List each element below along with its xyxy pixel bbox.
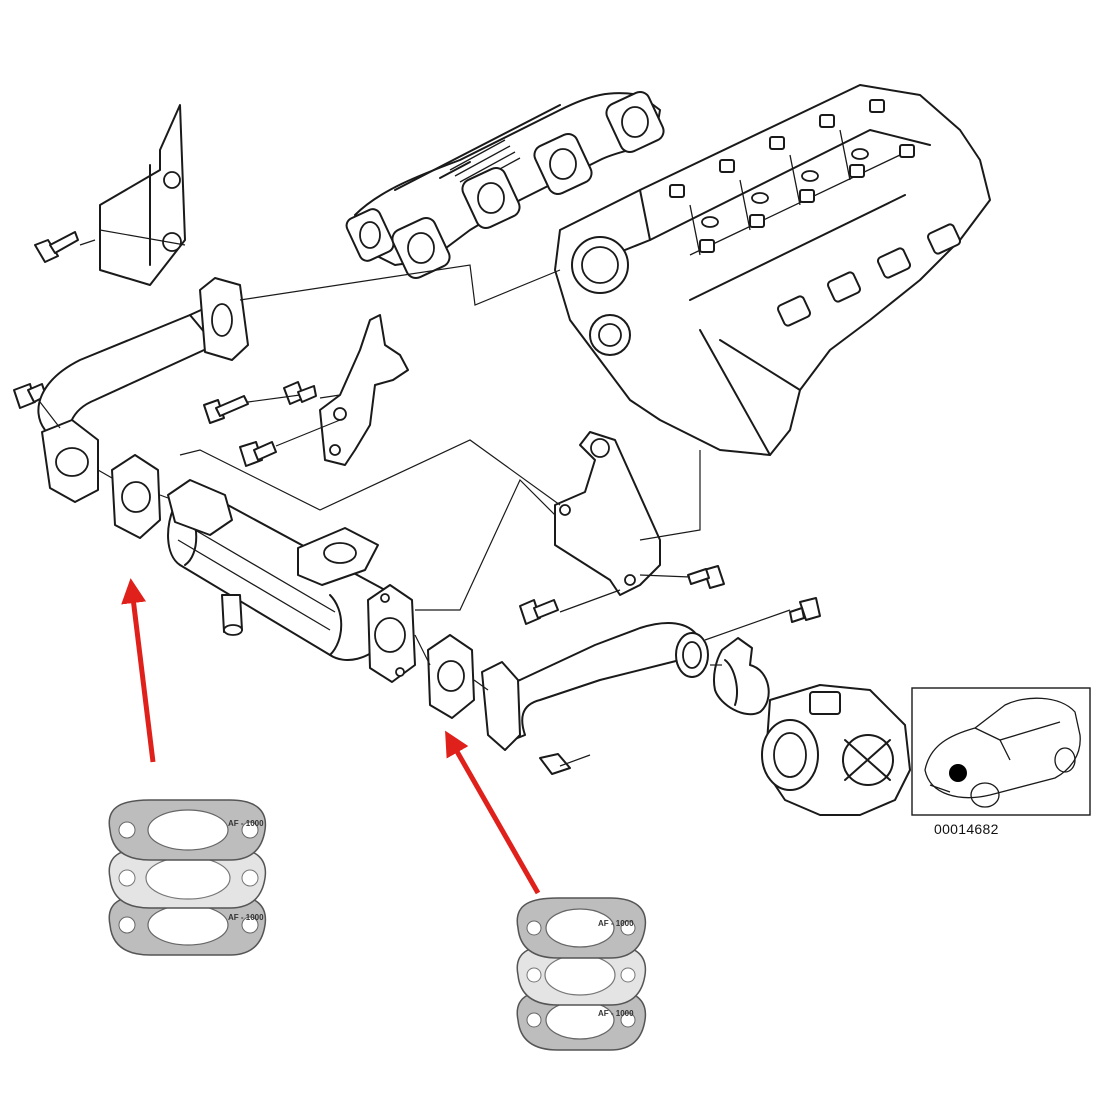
- exhaust-manifold: [345, 91, 665, 279]
- gasket-stack-rear: AF - 1000 AF - 1000: [516, 897, 647, 1051]
- callout-arrow-rear-gasket: [445, 730, 541, 895]
- pipe-flange-round: [675, 632, 709, 678]
- gasket-photo-metal: [108, 847, 267, 909]
- cylinder-head: [554, 84, 991, 456]
- egr-valve-bracket: [554, 431, 661, 596]
- gasket-photo-fiber: [516, 897, 647, 959]
- gasket-photo-fiber: [108, 799, 267, 861]
- assembly-lines: [39, 229, 791, 767]
- egr-cooler: [167, 479, 416, 683]
- egr-valve: [761, 684, 911, 816]
- cooler-coolant-port: [297, 527, 379, 586]
- cooler-flange-rear: [367, 584, 416, 683]
- egr-pipe-lower: [481, 622, 709, 751]
- car-locator-icon: [924, 697, 1081, 808]
- heat-shield-bracket: [99, 104, 186, 286]
- manifold-port-flange: [391, 217, 451, 279]
- gasket-print-label: AF - 1000: [228, 913, 264, 922]
- gasket-egr-cooler-rear: [427, 634, 475, 719]
- manifold-port-flange: [345, 208, 395, 262]
- support-bracket: [319, 314, 409, 466]
- egr-pipe-upper: [37, 277, 249, 503]
- manifold-port-flange: [533, 133, 593, 195]
- hex-bolt: [687, 565, 725, 589]
- engine-location-dot-icon: [949, 764, 967, 782]
- hex-bolt: [789, 597, 821, 623]
- pipe-flange: [199, 277, 249, 361]
- pipe-flange: [481, 661, 521, 751]
- gasket-egr-cooler-front: [111, 454, 161, 539]
- hex-bolt: [34, 231, 79, 263]
- diagram-reference-code: 00014682: [934, 821, 999, 837]
- cooler-flange-front: [167, 479, 233, 536]
- gasket-print-label: AF - 1000: [598, 1009, 634, 1018]
- gasket-print-label: AF - 1000: [228, 819, 264, 828]
- hex-bolt: [539, 753, 571, 775]
- manifold-port-flange: [605, 91, 665, 153]
- hex-bolt: [239, 441, 277, 467]
- pipe-flange: [41, 419, 99, 503]
- gasket-stack-front: AF - 1000 AF - 1000: [108, 799, 267, 956]
- callout-arrow-front-gasket: [121, 578, 156, 763]
- gasket-print-label: AF - 1000: [598, 919, 634, 928]
- manifold-port-flange: [461, 167, 521, 229]
- hex-bolt: [203, 395, 249, 424]
- car-locator-inset: [911, 687, 1091, 816]
- cooler-coolant-pipe: [221, 594, 243, 636]
- hex-bolt: [519, 599, 559, 625]
- hex-bolt: [283, 381, 317, 405]
- pipe-clamp: [712, 637, 770, 716]
